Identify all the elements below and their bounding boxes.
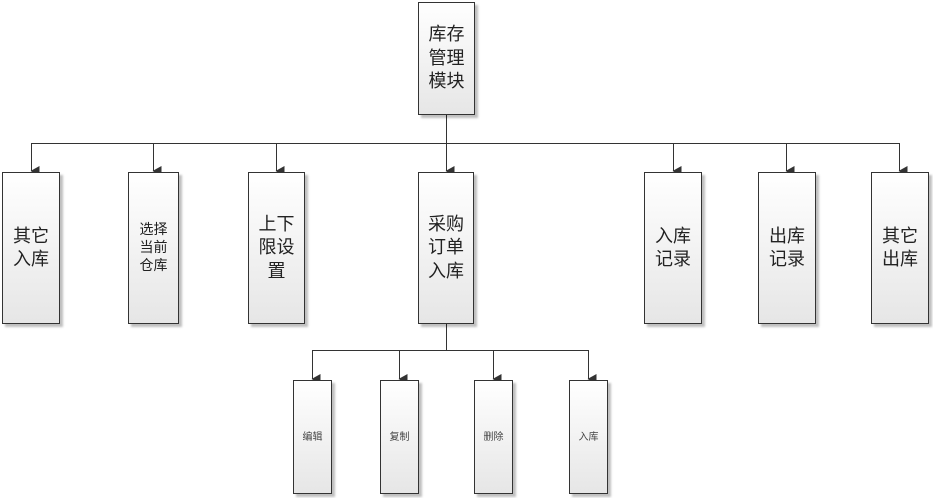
module-limit-settings: 上下限设置 bbox=[248, 172, 305, 324]
sub-delete: 删除 bbox=[474, 380, 513, 494]
module-label: 入库记录 bbox=[655, 225, 691, 270]
module-inbound-records: 入库记录 bbox=[644, 172, 702, 324]
module-label: 其它入库 bbox=[13, 225, 49, 270]
module-label: 选择当前仓库 bbox=[139, 221, 168, 275]
sub-label: 入库 bbox=[578, 431, 599, 443]
sub-edit: 编辑 bbox=[293, 380, 332, 494]
root-node: 库存管理模块 bbox=[418, 2, 475, 115]
root-label: 库存管理模块 bbox=[428, 24, 465, 93]
module-other-inbound: 其它入库 bbox=[2, 172, 60, 324]
module-label: 上下限设置 bbox=[258, 213, 295, 282]
module-label: 出库记录 bbox=[769, 225, 805, 270]
module-label: 其它出库 bbox=[882, 225, 918, 270]
module-purchase-order-inbound: 采购订单入库 bbox=[418, 172, 474, 324]
sub-label: 复制 bbox=[389, 431, 410, 443]
sub-inbound: 入库 bbox=[569, 380, 608, 494]
module-label: 采购订单入库 bbox=[428, 213, 464, 282]
sub-label: 编辑 bbox=[302, 431, 323, 443]
sub-label: 删除 bbox=[483, 431, 504, 443]
module-other-outbound: 其它出库 bbox=[871, 172, 929, 324]
module-outbound-records: 出库记录 bbox=[758, 172, 816, 324]
sub-copy: 复制 bbox=[380, 380, 419, 494]
module-select-warehouse: 选择当前仓库 bbox=[128, 172, 179, 324]
